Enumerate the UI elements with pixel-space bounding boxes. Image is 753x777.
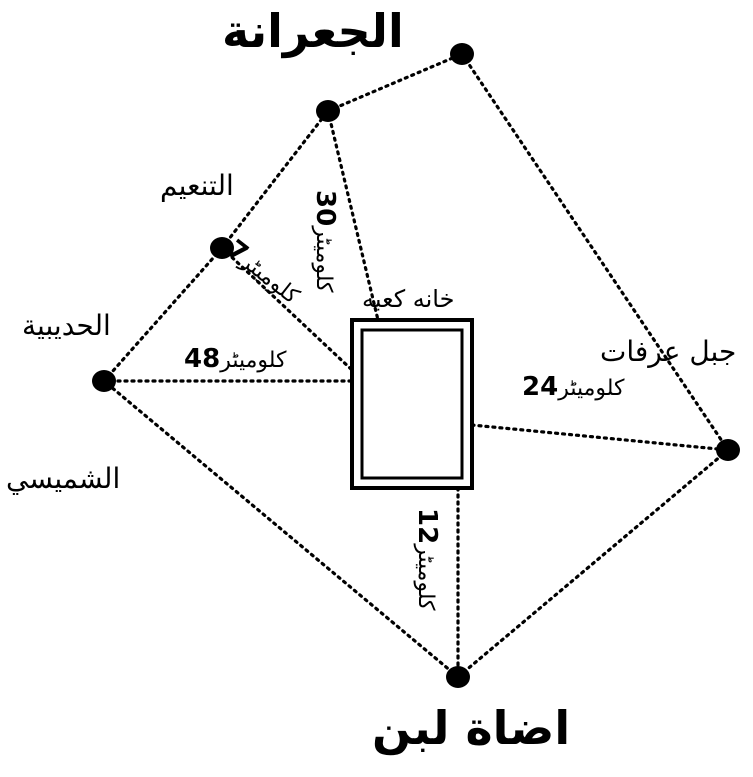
distance-label-hudaybiyah: 48کلومیٹر (184, 346, 287, 372)
boundary-hudaybiyah-tanim (102, 246, 224, 383)
kaaba-inner-frame (360, 328, 464, 480)
dot-arafat (716, 439, 740, 461)
distance-label-jirana: 30کلومیٹر (310, 190, 340, 293)
dot-hudaybiyah (92, 370, 116, 392)
boundary-arafat-adat (456, 448, 730, 679)
distance-value-hudaybiyah: 48 (184, 344, 221, 374)
label-arafat: جبل عرفات (600, 335, 737, 368)
label-shumaysi: الشميسي (6, 462, 121, 495)
boundary-jirana-arafat (460, 52, 730, 452)
distance-line-jirana (326, 109, 380, 322)
dot-jirana (450, 43, 474, 65)
distance-unit-jirana: کلومیٹر (311, 226, 336, 293)
dot-adat-laban (446, 666, 470, 688)
label-adat-laban: اضاة لبن (372, 701, 571, 755)
boundary-adat-hudaybiyah (102, 379, 460, 679)
dot-tanim (210, 237, 234, 259)
distance-unit-arafat: کلومیٹر (558, 376, 625, 401)
distance-line-tanim (220, 246, 354, 372)
distance-unit-adat-laban: کلومیٹر (413, 544, 438, 611)
distance-unit-hudaybiyah: کلومیٹر (220, 348, 287, 373)
distance-value-adat-laban: 12 (412, 508, 442, 545)
dot-jirana-west (316, 100, 340, 122)
distance-value-arafat: 24 (522, 372, 559, 402)
label-kaaba: خانه کعبه (362, 285, 455, 313)
label-jirana: الجعرانة (222, 4, 404, 58)
label-hudaybiyah: الحديبية (22, 309, 111, 342)
distance-value-jirana: 30 (310, 190, 340, 227)
distance-line-arafat (470, 423, 730, 452)
label-tanim: التنعيم (160, 169, 234, 202)
boundary-jirana2-jirana (326, 52, 464, 113)
distance-label-adat-laban: 12کلومیٹر (412, 508, 442, 611)
kaaba-outer-frame (350, 318, 474, 490)
distance-label-arafat: 24کلومیٹر (522, 374, 625, 400)
boundary-tanim-jirana2 (220, 109, 330, 250)
